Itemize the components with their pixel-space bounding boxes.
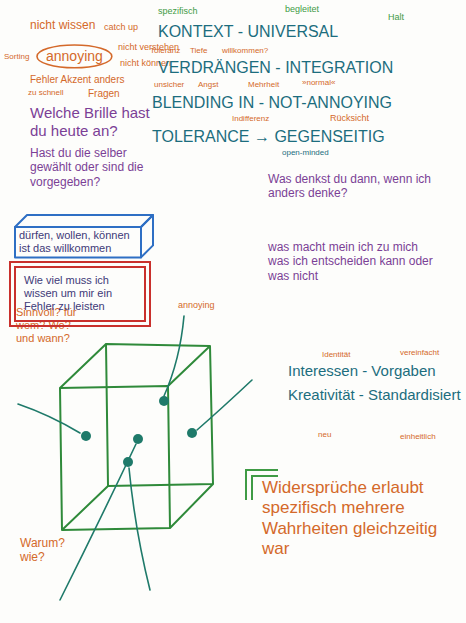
- note-text: Halt: [388, 12, 404, 23]
- pointer-dot: [123, 457, 133, 467]
- cube: [60, 344, 213, 530]
- pointer-line: [129, 468, 150, 590]
- pointer-dot: [133, 434, 143, 444]
- note-text: KONTEXT - UNIVERSAL: [158, 22, 338, 41]
- note-text: nicht wissen: [30, 18, 95, 32]
- outline-ellipse: [37, 45, 112, 68]
- pointer-line: [197, 380, 252, 430]
- pointer-dots: [81, 396, 197, 467]
- pointer-line: [164, 316, 184, 396]
- note-text: Rücksicht: [330, 113, 369, 124]
- cube-edges: [60, 344, 213, 530]
- note-text: Hast du die selber gewählt oder sind die…: [30, 146, 170, 189]
- pointer-line: [18, 404, 80, 433]
- note-text: spezifisch: [158, 6, 198, 17]
- note-text: Widersprüche erlaubt spezifisch mehrere …: [262, 478, 457, 560]
- note-text: catch up: [104, 22, 138, 33]
- note-text: begleitet: [285, 4, 319, 15]
- cube-front: [60, 386, 170, 530]
- note-text: VERDRÄNGEN - INTEGRATION: [158, 58, 393, 77]
- note-text: was macht mein ich zu mich was ich entsc…: [268, 240, 438, 283]
- note-text: Mehrheit: [248, 80, 279, 90]
- note-text: einheitlich: [400, 432, 436, 442]
- note-text: vereinfacht: [400, 348, 439, 358]
- node-text: dürfen, wollen, können ist das willkomme…: [19, 229, 137, 255]
- note-text: Warum? wie?: [20, 536, 75, 565]
- note-text: BLENDING IN - NOT-ANNOYING: [152, 93, 392, 112]
- pointer-dot: [187, 428, 197, 438]
- note-text: Tiefe: [190, 46, 208, 56]
- note-text: Identität: [322, 350, 350, 360]
- pointer-arrows: [18, 316, 252, 600]
- block-box: dürfen, wollen, können ist das willkomme…: [14, 226, 142, 258]
- note-text: Fragen: [88, 88, 120, 100]
- note-text: Toleranz: [150, 46, 180, 56]
- note-text: TOLERANCE → GEGENSEITIG: [152, 127, 385, 146]
- note-text: Sorting: [4, 52, 29, 62]
- note-text: unsicher: [154, 80, 184, 90]
- pointer-dot: [159, 396, 169, 406]
- pointer-dot: [81, 431, 91, 441]
- node-text: annoying: [46, 48, 103, 65]
- note-text: willkommen?: [222, 46, 268, 56]
- note-text: zu schnell: [28, 88, 64, 98]
- note-text: Interessen - Vorgaben: [288, 362, 436, 380]
- note-text: Fehler Akzent anders: [30, 74, 125, 86]
- box-face: [15, 215, 153, 227]
- note-text: Angst: [198, 80, 218, 90]
- framed-box: Wie viel muss ich wissen um mir ein Fehl…: [14, 266, 146, 322]
- note-text: Indifferenz: [232, 114, 269, 124]
- note-text: open-minded: [282, 148, 329, 158]
- box-face: [141, 215, 153, 257]
- node-text: Wie viel muss ich wissen um mir ein Fehl…: [24, 274, 136, 314]
- pointer-line: [60, 444, 136, 600]
- box-face: [15, 227, 141, 257]
- cube-back: [106, 344, 213, 486]
- note-text: Kreativität - Standardisiert: [288, 386, 463, 404]
- note-text: Was denkst du dann, wenn ich anders denk…: [268, 172, 448, 201]
- note-text: »normal«: [302, 78, 335, 88]
- note-text: Welche Brille hast du heute an?: [30, 104, 170, 140]
- circled-word: annoying: [36, 44, 113, 69]
- note-text: annoying: [178, 300, 215, 311]
- note-text: neu: [318, 430, 331, 440]
